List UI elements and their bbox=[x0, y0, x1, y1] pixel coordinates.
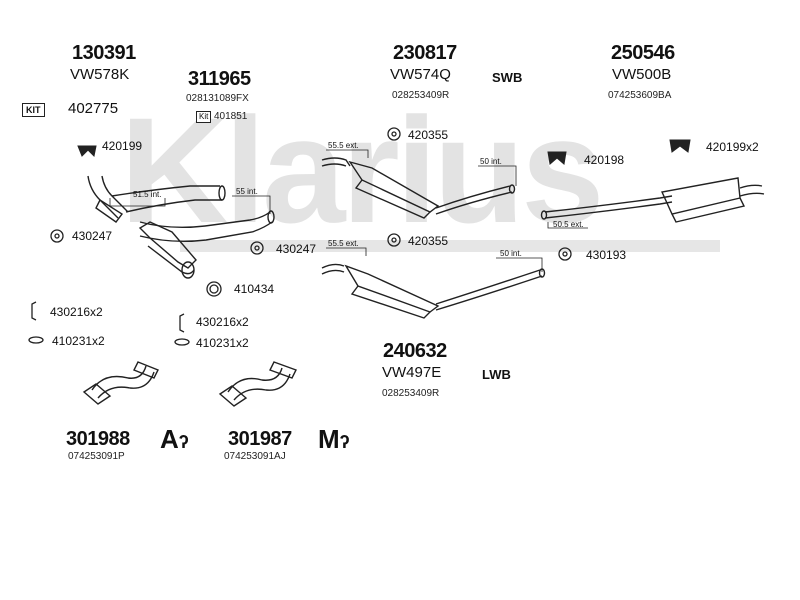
downpipe-301987 bbox=[218, 361, 297, 407]
oe-number-301988: 074253091P bbox=[68, 451, 125, 462]
part-number-301987: 301987 bbox=[228, 428, 292, 450]
catalyst-311965 bbox=[138, 210, 275, 279]
part-number-230817: 230817 bbox=[393, 42, 457, 64]
part-code-vw497e: VW497E bbox=[382, 364, 442, 381]
rubber-mount-420199 bbox=[77, 145, 97, 158]
oe-number-250546: 074253609BA bbox=[608, 90, 672, 101]
rubber-mount-420199x2 bbox=[669, 139, 691, 153]
m-symbol: Mʔ bbox=[318, 424, 350, 454]
oe-number-301987: 074253091AJ bbox=[224, 451, 286, 462]
kit-401851: 401851 bbox=[214, 111, 248, 122]
kit-402775: 402775 bbox=[68, 100, 119, 117]
rubber-ring-420355b bbox=[387, 233, 401, 247]
silencer-240632 bbox=[321, 263, 546, 319]
part-number-240632: 240632 bbox=[383, 340, 447, 362]
fitting-430247-a: 430247 bbox=[72, 229, 113, 243]
clamp-430216x2b bbox=[179, 313, 185, 333]
dim-55-5-ext-a: 55.5 ext. bbox=[328, 141, 359, 150]
part-code-vw500b: VW500B bbox=[612, 66, 672, 83]
part-number-311965: 311965 bbox=[188, 68, 251, 90]
a-symbol: Aʔ bbox=[160, 424, 189, 454]
oe-number-311965: 028131089FX bbox=[186, 93, 249, 104]
swb-tag: SWB bbox=[492, 70, 523, 85]
dim-55-int: 55 int. bbox=[236, 187, 258, 196]
gasket-410231x2a bbox=[28, 336, 44, 344]
gasket-410231x2b bbox=[174, 338, 190, 346]
kit-small-label: Kit bbox=[196, 111, 212, 123]
rubber-ring-420355a bbox=[387, 127, 401, 141]
rubber-mount-420198 bbox=[547, 151, 567, 165]
fitting-410231x2-b: 410231x2 bbox=[196, 336, 249, 350]
oe-number-240632: 028253409R bbox=[382, 388, 440, 399]
part-number-130391: 130391 bbox=[72, 42, 136, 64]
part-number-301988: 301988 bbox=[66, 428, 130, 450]
fitting-410434: 410434 bbox=[234, 282, 275, 296]
fitting-410231x2-a: 410231x2 bbox=[52, 334, 105, 348]
fitting-430247-b: 430247 bbox=[276, 242, 317, 256]
dim-51-5-int: 51.5 int. bbox=[133, 190, 162, 199]
gasket-410434 bbox=[206, 281, 222, 297]
dim-50-5-ext: 50.5 ext. bbox=[553, 220, 584, 229]
dim-50-int-a: 50 int. bbox=[480, 157, 502, 166]
downpipe-301988 bbox=[82, 361, 159, 405]
fitting-420198: 420198 bbox=[584, 153, 625, 167]
part-code-vw574q: VW574Q bbox=[390, 66, 451, 83]
fitting-430216x2-a: 430216x2 bbox=[50, 305, 103, 319]
fitting-420355-a: 420355 bbox=[408, 128, 449, 142]
front-pipe-130391 bbox=[87, 175, 226, 223]
fitting-430216x2-b: 430216x2 bbox=[196, 315, 249, 329]
watermark-underline bbox=[180, 240, 720, 252]
fitting-430193: 430193 bbox=[586, 248, 627, 262]
oe-number-230817: 028253409R bbox=[392, 90, 450, 101]
fitting-420199: 420199 bbox=[102, 139, 143, 153]
part-number-250546: 250546 bbox=[611, 42, 675, 64]
fitting-420355-b: 420355 bbox=[408, 234, 449, 248]
silencer-230817 bbox=[321, 157, 516, 219]
kit-label: KIT bbox=[22, 103, 45, 117]
rubber-ring-430247a bbox=[50, 229, 64, 243]
lwb-tag: LWB bbox=[482, 367, 511, 382]
dim-55-5-ext-b: 55.5 ext. bbox=[328, 239, 359, 248]
part-code-vw578k: VW578K bbox=[70, 66, 130, 83]
dim-50-int-b: 50 int. bbox=[500, 249, 522, 258]
rubber-ring-430247b bbox=[250, 241, 264, 255]
rubber-ring-430193 bbox=[558, 247, 572, 261]
silencer-250546 bbox=[540, 177, 765, 223]
fitting-420199x2: 420199x2 bbox=[706, 140, 759, 154]
clamp-430216x2a bbox=[31, 301, 37, 321]
